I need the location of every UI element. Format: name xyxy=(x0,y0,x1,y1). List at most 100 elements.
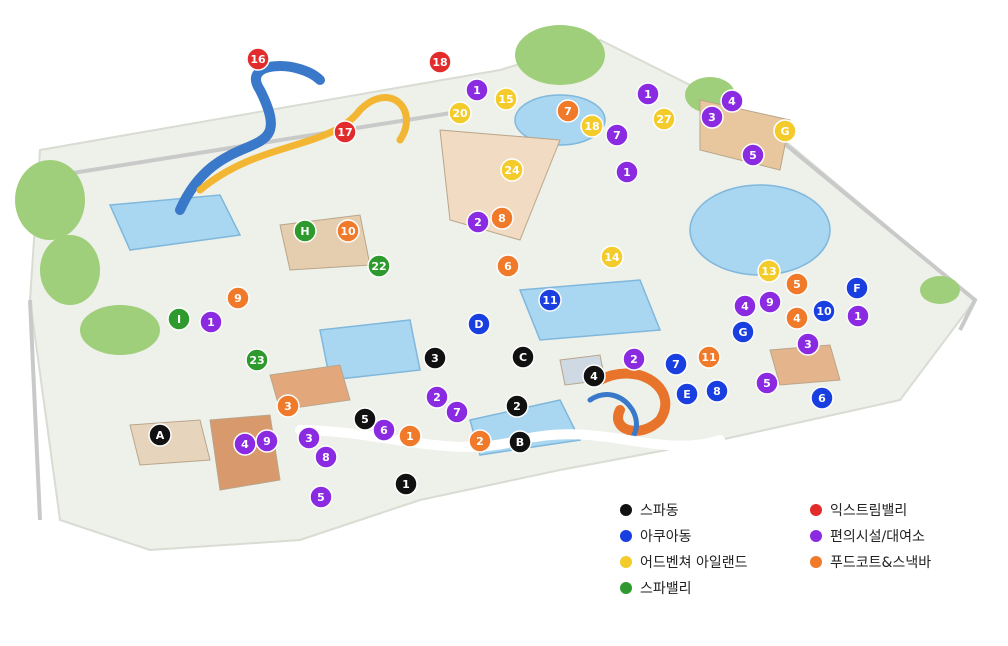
map-marker-food-3[interactable]: 3 xyxy=(276,394,300,418)
marker-label: B xyxy=(516,436,524,449)
map-marker-food-5[interactable]: 5 xyxy=(785,272,809,296)
marker-circle xyxy=(773,119,797,143)
map-marker-facility-4[interactable]: 4 xyxy=(720,89,744,113)
map-marker-spavalley-23[interactable]: 23 xyxy=(245,348,269,372)
map-marker-facility-6[interactable]: 6 xyxy=(372,418,396,442)
map-marker-facility-5[interactable]: 5 xyxy=(755,371,779,395)
map-marker-spavalley-22[interactable]: 22 xyxy=(367,254,391,278)
map-marker-spa-C[interactable]: C xyxy=(511,345,535,369)
map-marker-extreme-18[interactable]: 18 xyxy=(428,50,452,74)
map-marker-facility-1[interactable]: 1 xyxy=(636,82,660,106)
map-marker-facility-2[interactable]: 2 xyxy=(622,347,646,371)
map-marker-facility-1[interactable]: 1 xyxy=(846,304,870,328)
marker-circle xyxy=(398,424,422,448)
marker-circle xyxy=(353,407,377,431)
marker-circle xyxy=(333,120,357,144)
marker-label: 1 xyxy=(623,166,631,179)
map-marker-spa-A[interactable]: A xyxy=(148,423,172,447)
marker-label: 1 xyxy=(406,430,414,443)
marker-circle xyxy=(508,430,532,454)
marker-label: 5 xyxy=(317,491,325,504)
map-marker-facility-1[interactable]: 1 xyxy=(615,160,639,184)
map-marker-facility-4[interactable]: 4 xyxy=(233,432,257,456)
map-marker-facility-3[interactable]: 3 xyxy=(297,426,321,450)
map-marker-facility-3[interactable]: 3 xyxy=(700,105,724,129)
map-marker-adventure-18[interactable]: 18 xyxy=(580,114,604,138)
map-marker-adventure-20[interactable]: 20 xyxy=(448,101,472,125)
marker-label: 11 xyxy=(701,351,716,364)
map-marker-food-4[interactable]: 4 xyxy=(785,306,809,330)
map-marker-spa-2[interactable]: 2 xyxy=(505,394,529,418)
map-marker-extreme-17[interactable]: 17 xyxy=(333,120,357,144)
map-marker-food-6[interactable]: 6 xyxy=(496,254,520,278)
map-marker-aqua-D[interactable]: D xyxy=(467,312,491,336)
map-marker-aqua-7[interactable]: 7 xyxy=(664,352,688,376)
marker-label: 9 xyxy=(263,435,271,448)
map-marker-facility-3[interactable]: 3 xyxy=(796,332,820,356)
map-marker-food-7[interactable]: 7 xyxy=(556,99,580,123)
marker-label: 5 xyxy=(763,377,771,390)
marker-circle xyxy=(276,394,300,418)
map-marker-adventure-14[interactable]: 14 xyxy=(600,245,624,269)
map-marker-facility-2[interactable]: 2 xyxy=(466,210,490,234)
map-marker-spavalley-I[interactable]: I xyxy=(167,307,191,331)
map-marker-adventure-24[interactable]: 24 xyxy=(500,158,524,182)
marker-label: 1 xyxy=(207,316,215,329)
marker-circle xyxy=(846,304,870,328)
map-marker-food-10[interactable]: 10 xyxy=(336,219,360,243)
marker-label: 9 xyxy=(234,292,242,305)
map-marker-facility-1[interactable]: 1 xyxy=(465,78,489,102)
map-marker-facility-8[interactable]: 8 xyxy=(314,445,338,469)
map-marker-facility-7[interactable]: 7 xyxy=(605,123,629,147)
map-marker-aqua-G[interactable]: G xyxy=(731,320,755,344)
map-marker-aqua-8[interactable]: 8 xyxy=(705,379,729,403)
map-marker-facility-1[interactable]: 1 xyxy=(199,310,223,334)
map-marker-food-9[interactable]: 9 xyxy=(226,286,250,310)
marker-label: 7 xyxy=(613,129,621,142)
marker-circle xyxy=(314,445,338,469)
marker-label: 24 xyxy=(504,164,520,177)
marker-circle xyxy=(758,290,782,314)
map-marker-adventure-G[interactable]: G xyxy=(773,119,797,143)
map-marker-spa-5[interactable]: 5 xyxy=(353,407,377,431)
map-marker-spa-1[interactable]: 1 xyxy=(394,472,418,496)
map-marker-aqua-10[interactable]: 10 xyxy=(812,299,836,323)
marker-label: 1 xyxy=(644,88,652,101)
map-marker-extreme-16[interactable]: 16 xyxy=(246,47,270,71)
marker-circle xyxy=(556,99,580,123)
map-marker-aqua-E[interactable]: E xyxy=(675,382,699,406)
legend-dot-icon xyxy=(810,556,822,568)
map-marker-spa-3[interactable]: 3 xyxy=(423,346,447,370)
map-marker-spa-4[interactable]: 4 xyxy=(582,364,606,388)
map-marker-facility-4[interactable]: 4 xyxy=(733,294,757,318)
map-marker-facility-2[interactable]: 2 xyxy=(425,385,449,409)
map-marker-adventure-27[interactable]: 27 xyxy=(652,107,676,131)
waterslides xyxy=(175,61,671,443)
map-marker-food-1[interactable]: 1 xyxy=(398,424,422,448)
map-marker-spavalley-H[interactable]: H xyxy=(293,219,317,243)
map-marker-facility-9[interactable]: 9 xyxy=(255,429,279,453)
map-marker-food-2[interactable]: 2 xyxy=(468,429,492,453)
marker-label: D xyxy=(474,318,483,331)
marker-circle xyxy=(428,50,452,74)
marker-circle xyxy=(246,47,270,71)
map-marker-aqua-11[interactable]: 11 xyxy=(538,288,562,312)
map-marker-facility-5[interactable]: 5 xyxy=(741,143,765,167)
marker-circle xyxy=(394,472,418,496)
map-marker-adventure-15[interactable]: 15 xyxy=(494,87,518,111)
marker-circle xyxy=(148,423,172,447)
map-marker-facility-7[interactable]: 7 xyxy=(445,400,469,424)
marker-label: 13 xyxy=(761,265,776,278)
map-marker-facility-5[interactable]: 5 xyxy=(309,485,333,509)
marker-label: 3 xyxy=(708,111,716,124)
map-marker-spa-B[interactable]: B xyxy=(508,430,532,454)
map-marker-facility-9[interactable]: 9 xyxy=(758,290,782,314)
marker-circle xyxy=(785,306,809,330)
map-marker-food-11[interactable]: 11 xyxy=(697,345,721,369)
map-marker-adventure-13[interactable]: 13 xyxy=(757,259,781,283)
map-marker-aqua-F[interactable]: F xyxy=(845,276,869,300)
map-marker-aqua-6[interactable]: 6 xyxy=(810,386,834,410)
map-marker-food-8[interactable]: 8 xyxy=(490,206,514,230)
